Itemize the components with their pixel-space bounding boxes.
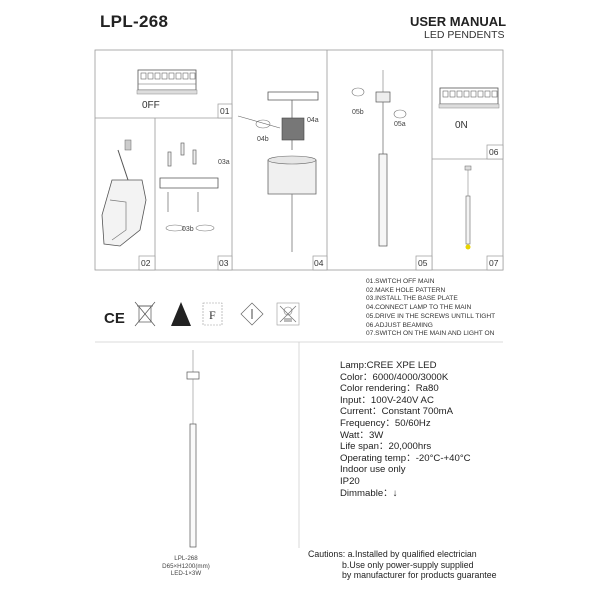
step-item: 02.MAKE HOLE PATTERN [366,286,446,294]
tag-05b: 05b [352,109,364,116]
svg-text:F: F [209,308,216,322]
diagram-frame [94,49,504,271]
panel-02-drill: 02 [101,139,156,271]
spec-ip-rating: IP20 [340,475,360,487]
tag-04b: 04b [257,136,269,143]
spec-dimmable: Dimmable：↓ [340,487,398,499]
panel-05-screws: 05b 05a 05 [351,70,433,271]
certification-icons: CE F [104,301,300,327]
panel-03-base-plate: 03a 03b 03 [159,142,233,271]
panel-06-switch-on: 0N 06 [438,87,504,160]
connector-icon [281,117,305,141]
pendant-tube-icon [378,153,388,247]
class-ii-insulation-icon [240,302,264,326]
spec-operating-temp: Operating temp：-20°C-+40°C [340,452,471,464]
panel-number-06: 06 [489,147,499,157]
caption-led: LED-1×3W [170,570,202,578]
tag-05a: 05a [394,121,406,128]
spec-current: Current：Constant 700mA [340,406,454,418]
caption-model: LPL-268 [174,555,198,562]
panel-04-connect: 04a 04b 04 [237,91,328,271]
ce-mark-icon: CE [104,310,125,327]
spec-input: Input：100V-240V AC [340,394,434,406]
spec-life-span: Life span：20,000hrs [340,441,432,453]
panel-number-02: 02 [141,258,151,268]
canopy-drum-icon [267,159,317,195]
spec-list: Lamp:CREE XPE LED Color：6000/4000/3000K … [340,360,471,499]
tag-03a: 03a [218,159,230,166]
product-tube-icon [189,423,197,548]
product-caption: LPL-268 D65×H1200(mm) LED-1×3W [154,555,218,578]
product-drawing [186,350,200,548]
panel-01-switch-off: 0FF 01 [136,69,233,119]
panel-number-07: 07 [489,258,499,268]
switch-state-on: 0N [455,120,468,131]
caution-line: b.Use only power-supply supplied [342,559,474,570]
installation-steps: 01.SWITCH OFF MAIN 02.MAKE HOLE PATTERN … [366,278,495,339]
caution-line: by manufacturer for products guarantee [342,570,497,581]
spec-color: Color：6000/4000/3000K [340,371,449,383]
tag-04a: 04a [307,117,319,124]
step-item: 05.DRIVE IN THE SCREWS UNTILL TIGHT [366,312,496,320]
spec-watt: Watt：3W [340,429,384,441]
step-item: 06.ADJUST BEAMING [366,321,433,329]
lit-pendant-icon [465,195,471,245]
manual-title: USER MANUAL [410,14,507,29]
spec-indoor: Indoor use only [340,464,406,476]
cautions: Cautions: a.Installed by qualified elect… [308,549,497,581]
panel-number-05: 05 [418,258,428,268]
tag-03b: 03b [182,226,194,233]
f-mark-icon: F [202,302,223,326]
product-subtitle: LED PENDENTS [424,29,505,41]
panel-number-03: 03 [219,258,229,268]
base-plate-icon [159,177,219,189]
step-item: 03.INSTALL THE BASE PLATE [366,295,458,303]
spec-lamp: Lamp:CREE XPE LED [340,360,437,371]
step-item: 04.CONNECT LAMP TO THE MAIN [366,304,472,312]
canopy-icon [186,371,200,380]
light-glow-icon [465,244,471,250]
caption-dimensions: D65×H1200(mm) [162,562,210,570]
panel-number-01: 01 [220,106,230,116]
panel-07-light-on: 07 [464,165,504,271]
weee-bin-icon [134,301,156,327]
switch-state-off: 0FF [142,100,160,111]
panel-number-04: 04 [314,258,324,268]
drill-icon [101,179,147,247]
no-cover-icon [276,302,300,326]
caution-line: Cautions: a.Installed by qualified elect… [308,549,477,559]
model-title: LPL-268 [100,12,169,31]
step-item: 07.SWITCH ON THE MAIN AND LIGHT ON [366,330,495,338]
spec-frequency: Frequency：50/60Hz [340,417,431,429]
step-item: 01.SWITCH OFF MAIN [366,278,435,285]
indoor-house-icon [171,302,191,326]
spec-color-rendering: Color rendering：Ra80 [340,383,439,395]
